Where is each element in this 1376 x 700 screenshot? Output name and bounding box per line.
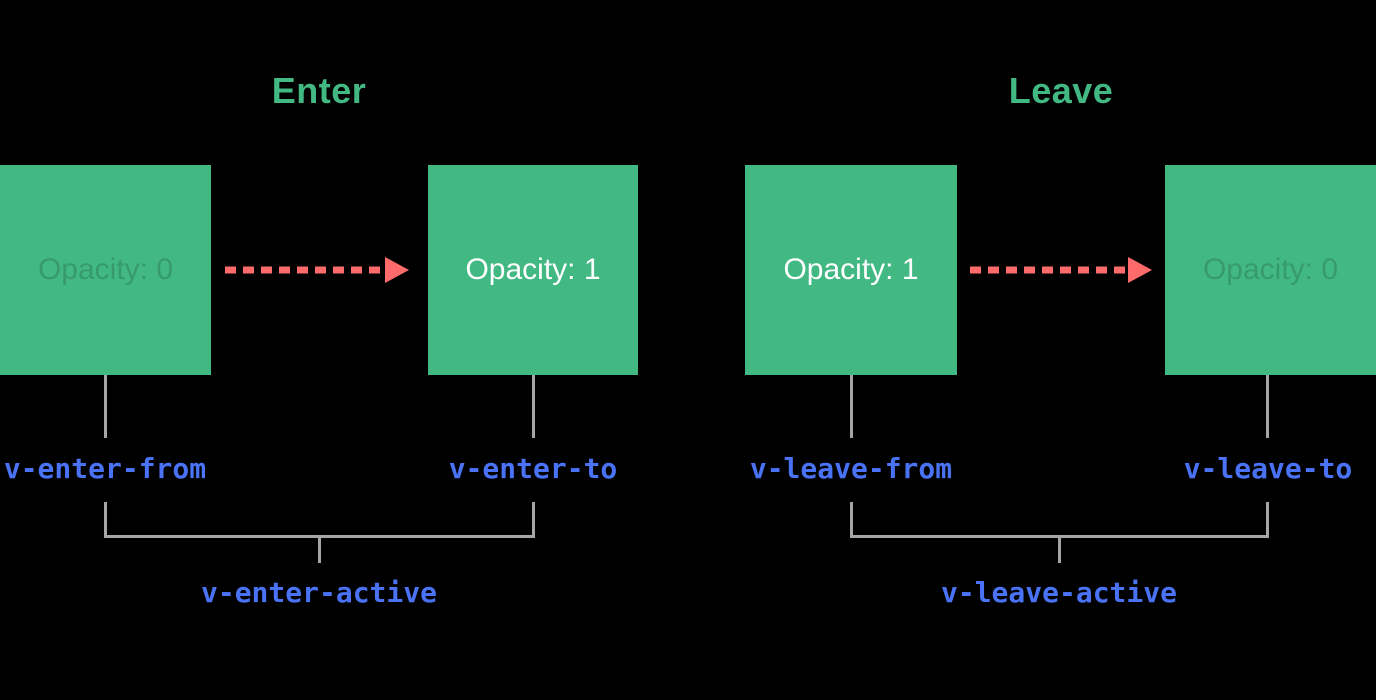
leave-from-box: Opacity: 1 [745, 165, 957, 375]
enter-active-bracket-left-line [104, 502, 107, 538]
enter-section-title: Enter [271, 70, 367, 111]
leave-from-box-label: Opacity: 1 [783, 253, 919, 286]
leave-active-class-label: v-leave-active [940, 576, 1177, 609]
leave-active-bracket-right-line [1266, 502, 1269, 538]
enter-to-connector-line [532, 375, 535, 438]
enter-arrow-head [385, 257, 409, 283]
leave-active-bracket-left-line [850, 502, 853, 538]
enter-active-class-label: v-enter-active [200, 576, 437, 609]
leave-from-class-label: v-leave-from [749, 452, 953, 485]
leave-transition-arrow-icon [970, 257, 1152, 283]
leave-from-connector-line [850, 375, 853, 438]
enter-active-bracket-right-line [532, 502, 535, 538]
enter-from-box-label: Opacity: 0 [37, 253, 174, 286]
leave-to-box: Opacity: 0 [1165, 165, 1376, 375]
leave-active-bracket-stem [1058, 535, 1061, 563]
enter-from-class-label: v-enter-from [3, 452, 207, 485]
leave-to-box-label: Opacity: 0 [1202, 253, 1339, 286]
leave-section-title: Leave [1008, 70, 1114, 111]
enter-to-box: Opacity: 1 [428, 165, 638, 375]
enter-to-box-label: Opacity: 1 [465, 253, 601, 286]
leave-to-connector-line [1266, 375, 1269, 438]
enter-active-bracket-stem [318, 535, 321, 563]
leave-arrow-head [1128, 257, 1152, 283]
enter-to-class-label: v-enter-to [448, 452, 618, 485]
enter-from-box: Opacity: 0 [0, 165, 211, 375]
enter-from-connector-line [104, 375, 107, 438]
leave-to-class-label: v-leave-to [1183, 452, 1353, 485]
enter-transition-arrow-icon [225, 257, 409, 283]
